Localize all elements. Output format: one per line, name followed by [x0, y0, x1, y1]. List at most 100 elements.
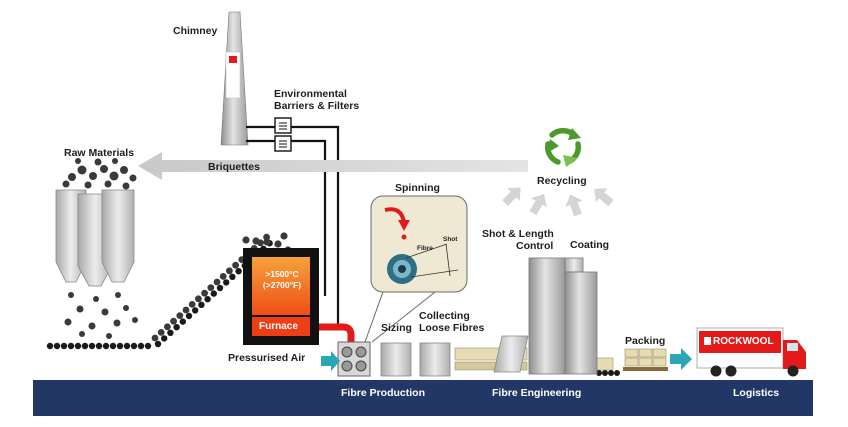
shot-label: Shot — [443, 236, 458, 243]
line-roller — [602, 370, 608, 376]
conveyor-rock — [151, 334, 159, 342]
spinning-label: Spinning — [395, 182, 440, 194]
conveyor-roller — [179, 318, 186, 325]
pressurised-air-label: Pressurised Air — [228, 352, 306, 364]
collecting-label-line2: Loose Fibres — [419, 322, 485, 334]
fibre-mat — [454, 335, 614, 373]
conveyor-roller — [74, 342, 82, 350]
conveyor-rock — [201, 289, 209, 297]
collecting-label: Collecting Loose Fibres — [419, 310, 484, 334]
briquettes-label: Briquettes — [208, 161, 260, 173]
furnace-temperature: >1500°C (>2700°F) — [254, 269, 310, 291]
conveyor-rock — [232, 261, 240, 269]
fibre-label: Fibre — [417, 245, 433, 252]
conveyor-roller — [109, 342, 117, 350]
conveyor-rock — [182, 306, 190, 314]
recycling-arrow-shape — [565, 194, 583, 217]
fibre-engineering-label: Fibre Engineering — [492, 387, 582, 399]
conveyor-rock — [263, 238, 271, 246]
conveyor-roller — [67, 342, 75, 350]
conveyor-rock — [274, 240, 282, 248]
conveyor-roller — [204, 296, 211, 303]
line-roller — [596, 370, 602, 376]
logistics-label: Logistics — [733, 387, 780, 399]
conveyor-rock — [252, 237, 260, 245]
sizing-label: Sizing — [381, 322, 412, 334]
conveyor-roller — [130, 342, 138, 350]
packing-label: Packing — [625, 335, 666, 347]
coating-label: Coating — [570, 239, 610, 251]
conveyor-roller — [144, 342, 152, 350]
conveyor-rock — [164, 323, 171, 331]
briquettes-arrow — [138, 152, 528, 180]
recycling-label: Recycling — [537, 175, 587, 187]
recycling-arrow — [594, 188, 614, 207]
conveyor-roller — [167, 329, 174, 336]
spinner-device — [337, 341, 371, 377]
chimney-label: Chimney — [173, 25, 218, 37]
conveyor-roller — [137, 342, 145, 350]
to-logistics-arrow — [670, 348, 692, 370]
conveyor-rock — [242, 236, 250, 244]
recycling-arrow — [502, 187, 521, 206]
shot-length-control-label: Shot & Length Control — [482, 228, 554, 252]
environmental-label-line2: Barriers & Filters — [274, 100, 360, 112]
conveyor-roller — [123, 342, 131, 350]
conveyor-roller — [192, 307, 199, 314]
recycling-arrow-shape — [502, 187, 521, 206]
conveyor-rock — [157, 329, 165, 336]
recycling-arrow-shape — [529, 193, 547, 215]
conveyor-roller — [173, 324, 180, 331]
recycling-arrow-shape — [594, 188, 614, 207]
conveyor-rock — [176, 312, 184, 319]
recycling-arrows — [502, 187, 614, 217]
conveyor-roller — [116, 342, 124, 350]
recycling-arrow — [529, 193, 547, 215]
conveyor-roller — [161, 335, 168, 342]
conveyor-roller — [154, 340, 162, 348]
bottom-band — [33, 380, 813, 416]
environmental-label-line1: Environmental — [274, 88, 347, 100]
conveyor-rock — [207, 284, 215, 291]
line-roller — [608, 370, 614, 376]
filter-icon — [274, 117, 292, 152]
conveyor-roller — [235, 268, 242, 275]
spinning-callout — [364, 195, 468, 343]
conveyor-roller — [60, 342, 68, 350]
packing-pallet — [623, 348, 668, 371]
raw-material-rocks — [62, 158, 137, 190]
shot-length-line1: Shot & Length — [482, 228, 554, 240]
engineering-towers — [528, 257, 598, 375]
recycling-arrow — [565, 194, 583, 217]
conveyor-rock — [195, 295, 202, 303]
collecting-chamber — [419, 342, 451, 377]
conveyor-roller — [81, 342, 89, 350]
conveyor-roller — [88, 342, 96, 350]
exhaust-ducts — [246, 125, 340, 330]
conveyor-roller — [223, 279, 230, 286]
conveyor-roller — [53, 342, 61, 350]
fibre-production-label: Fibre Production — [341, 387, 425, 399]
conveyor-rock — [213, 278, 221, 286]
truck — [696, 327, 806, 377]
furnace-temp-fahrenheit: (>2700°F) — [262, 280, 302, 290]
environmental-label: Environmental Barriers & Filters — [274, 88, 359, 112]
conveyor-roller — [95, 342, 103, 350]
line-roller — [614, 370, 620, 376]
pressurised-air-arrow — [321, 351, 340, 371]
raw-materials-label: Raw Materials — [64, 147, 135, 159]
collecting-label-line1: Collecting — [419, 310, 470, 322]
conveyor-roller — [216, 284, 224, 292]
silos — [55, 189, 135, 287]
conveyor-roller — [210, 290, 217, 297]
chimney — [220, 11, 249, 146]
truck-brand: ROCKWOOL — [713, 336, 774, 347]
roller-line — [596, 370, 620, 376]
conveyor-rock — [170, 317, 178, 325]
conveyor-roller — [198, 301, 205, 308]
falling-rocks — [64, 292, 138, 339]
conveyor-roller — [229, 273, 236, 280]
sizing-chamber — [380, 342, 412, 377]
conveyor-rock — [280, 232, 288, 240]
